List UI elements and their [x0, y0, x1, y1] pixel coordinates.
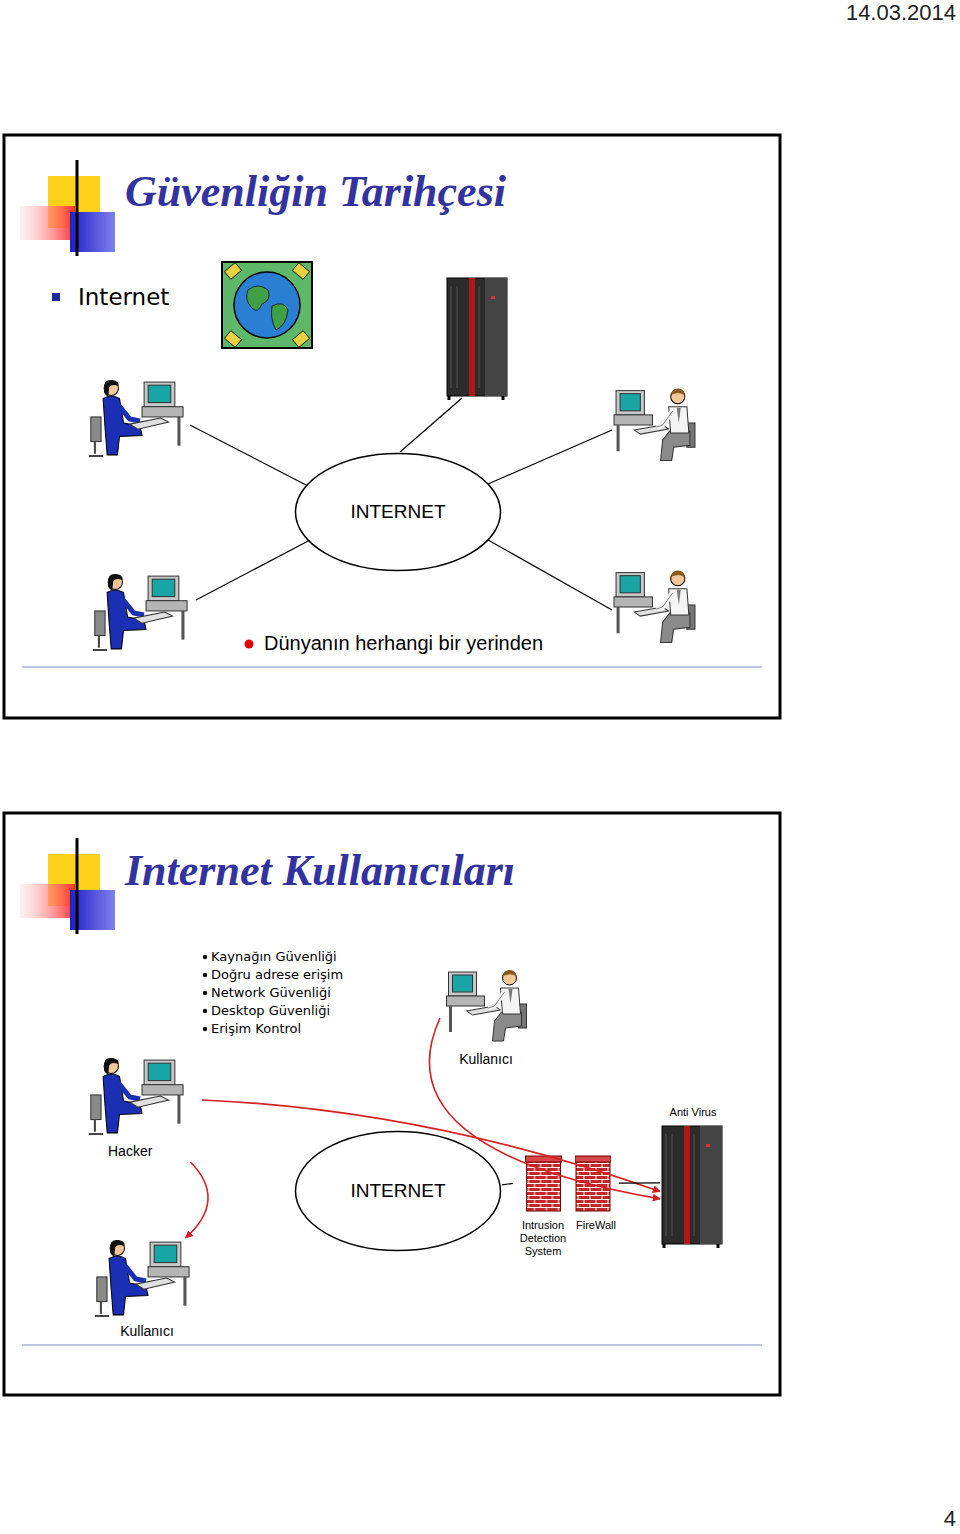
label-wrap: Desktop Güvenliği — [211, 1003, 330, 1019]
network-wire — [190, 398, 612, 610]
connector — [502, 1183, 513, 1185]
node-text: Kullanıcı — [120, 1323, 174, 1340]
slide-frame — [4, 813, 780, 1395]
firewall-node: FireWall — [573, 1152, 619, 1234]
bullet — [245, 640, 254, 649]
connector — [619, 1182, 660, 1184]
wall-icon — [575, 1156, 611, 1211]
user-figure — [93, 574, 187, 650]
node-text: Intrusion Detection System — [513, 1219, 573, 1258]
server-icon — [447, 278, 507, 400]
text-label: Erişim Kontrol — [211, 1021, 301, 1037]
label-wrap: Network Güvenliği — [211, 985, 331, 1001]
user-figure — [95, 1240, 189, 1316]
text-label: Network Güvenliği — [211, 985, 331, 1001]
node-text: Kullanıcı — [459, 1051, 513, 1068]
label-wrap: Internet Kullanıcıları — [125, 844, 515, 897]
network-ellipse: INTERNET — [294, 452, 502, 572]
label-wrap: 4 — [944, 1506, 956, 1532]
node-text: Hacker — [108, 1143, 152, 1160]
text-label: Kaynağın Güvenliği — [211, 949, 337, 965]
text-label: 14.03.2014 — [846, 0, 956, 26]
label-wrap: 14.03.2014 — [846, 0, 956, 26]
hacker-figure — [89, 1058, 183, 1134]
user-figure — [614, 570, 695, 642]
title-wrap: Güvenliğin Tarihçesi — [125, 166, 506, 218]
user-node: Kullanıcı — [92, 1238, 202, 1342]
slide-title: Güvenliğin Tarihçesi — [125, 166, 506, 218]
connector — [186, 1162, 209, 1238]
label-wrap: Internet — [78, 283, 169, 311]
node-text: Anti Virus — [670, 1106, 717, 1119]
node-text: INTERNET — [351, 501, 446, 523]
text-label: Dünyanın herhangi bir yerinden — [264, 631, 543, 655]
ellipse-shape — [296, 1132, 501, 1251]
user-figure — [447, 970, 527, 1041]
user-node: Kullanıcı — [440, 966, 532, 1070]
label-wrap: Doğru adrese erişim — [211, 967, 343, 983]
network-ellipse: INTERNET — [294, 1130, 502, 1252]
server-icon — [662, 1126, 722, 1248]
user-figure — [89, 380, 183, 456]
antivirus-server: Anti Virus — [660, 1104, 726, 1250]
label-wrap: Erişim Kontrol — [211, 1021, 301, 1037]
text-label: 4 — [944, 1506, 956, 1532]
title-decoration — [20, 160, 700, 256]
ids-node: Intrusion Detection System — [513, 1152, 573, 1260]
separator — [22, 1344, 762, 1346]
text-label: Doğru adrese erişim — [211, 967, 343, 983]
ellipse-shape — [296, 454, 501, 571]
bullet — [203, 955, 207, 1031]
node-text: FireWall — [576, 1219, 616, 1232]
separator — [22, 666, 762, 668]
wall-icon — [526, 1156, 562, 1211]
slide-title: Internet Kullanıcıları — [125, 844, 515, 897]
node-text: INTERNET — [351, 1180, 446, 1202]
text-label: Internet — [78, 283, 169, 311]
user-figure — [614, 388, 695, 460]
title-decoration — [20, 838, 700, 934]
text-label: Desktop Güvenliği — [211, 1003, 330, 1019]
bullet — [52, 293, 60, 301]
slide-frame — [4, 135, 780, 718]
label-wrap: Dünyanın herhangi bir yerinden — [264, 631, 543, 655]
label-wrap: Kaynağın Güvenliği — [211, 949, 337, 965]
hacker-node: Hacker — [86, 1055, 202, 1162]
connector — [572, 1183, 573, 1184]
globe-icon — [222, 262, 312, 348]
